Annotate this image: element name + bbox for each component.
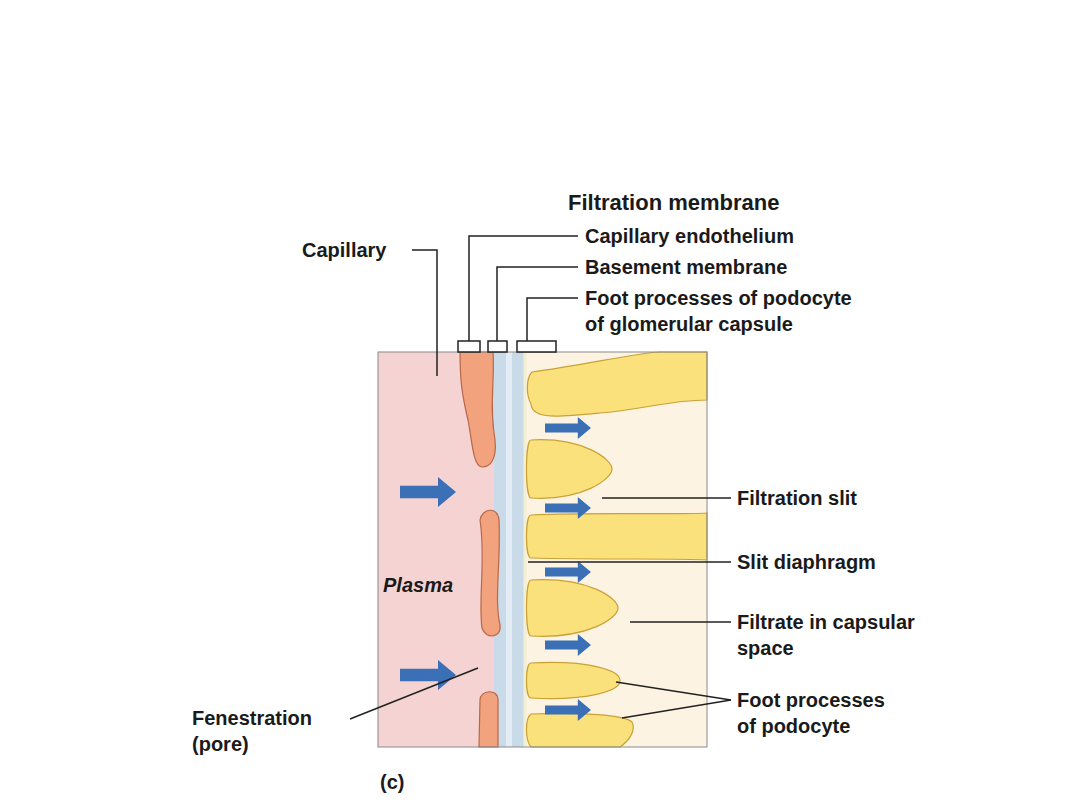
bracket bbox=[517, 341, 556, 352]
region-label: Plasma bbox=[383, 572, 453, 598]
endothelial-cell bbox=[480, 510, 500, 636]
endothelial-cell bbox=[460, 352, 495, 467]
part-label: Fenestration (pore) bbox=[192, 705, 342, 757]
heading: Filtration membrane bbox=[568, 189, 779, 218]
foot-process bbox=[527, 662, 621, 698]
foot-process bbox=[527, 513, 708, 560]
leader-line bbox=[528, 561, 731, 563]
podocyte-base bbox=[524, 352, 527, 747]
part-label: Slit diaphragm bbox=[737, 549, 876, 575]
part-label: Foot processes of podocyte bbox=[737, 687, 905, 739]
part-label: Capillary endothelium bbox=[585, 223, 794, 249]
leader-line bbox=[630, 621, 731, 623]
flow-arrow bbox=[545, 497, 591, 519]
panel-letter: (c) bbox=[380, 769, 404, 795]
flow-arrow bbox=[400, 660, 456, 690]
flow-arrow bbox=[545, 699, 591, 721]
endothelium bbox=[460, 352, 500, 747]
plasma-region bbox=[378, 352, 528, 747]
leader-line bbox=[622, 700, 731, 718]
bracket bbox=[458, 341, 480, 352]
leader-line bbox=[616, 682, 731, 700]
leader-line bbox=[350, 668, 478, 719]
endothelial-cell bbox=[479, 692, 498, 747]
foot-process bbox=[527, 352, 707, 416]
foot-process bbox=[527, 580, 619, 637]
part-label: Foot processes of podocyte of glomerular… bbox=[585, 285, 875, 337]
part-label: Capillary bbox=[302, 237, 386, 263]
bracket-ticks bbox=[458, 341, 556, 352]
part-label: Filtrate in capsular space bbox=[737, 609, 917, 661]
leader-line bbox=[527, 298, 578, 341]
leader-line bbox=[602, 497, 731, 499]
flow-arrow bbox=[545, 634, 591, 656]
part-label: Basement membrane bbox=[585, 254, 787, 280]
part-label: Filtration slit bbox=[737, 485, 857, 511]
leader-line bbox=[412, 250, 437, 376]
flow-arrow bbox=[545, 561, 591, 583]
foot-process bbox=[527, 440, 613, 499]
flow-arrows bbox=[400, 417, 591, 721]
flow-arrow bbox=[400, 477, 456, 507]
foot-processes bbox=[527, 352, 708, 747]
flow-arrow bbox=[545, 417, 591, 439]
capsular-space bbox=[524, 352, 707, 747]
leader-line bbox=[469, 236, 578, 341]
basement-membrane-lamina bbox=[506, 352, 512, 747]
bracket bbox=[488, 341, 507, 352]
leader-line bbox=[497, 267, 578, 341]
